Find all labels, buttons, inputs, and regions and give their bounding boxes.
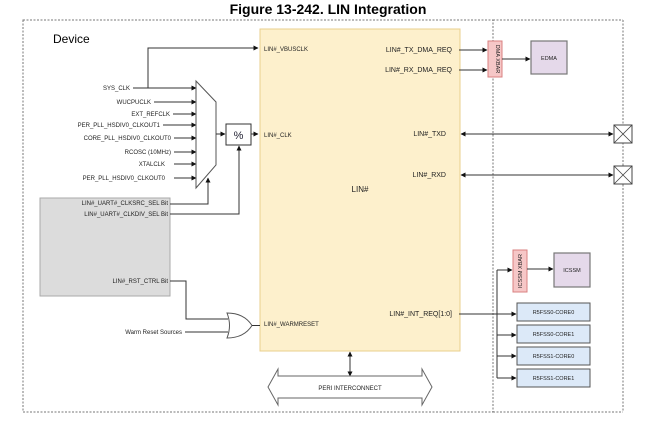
divider-symbol: % [234, 130, 244, 142]
port-clk: LIN#_CLK [264, 133, 292, 139]
clock-mux [195, 79, 217, 190]
rxd-pin [613, 165, 633, 185]
txd-pin [613, 124, 633, 144]
icssm-xbar [512, 249, 528, 293]
clkdiv-sel-bit: LIN#_UART#_CLKDIV_SEL Bit [84, 212, 168, 218]
figure-title: Figure 13-242. LIN Integration [230, 1, 427, 17]
lin-block [259, 28, 461, 352]
icssm-block [553, 252, 591, 288]
port-txd: LIN#_TXD [413, 131, 446, 138]
icssm-xbar-label: ICSSM XBAR [518, 254, 524, 288]
device-label: Device [53, 32, 90, 46]
edma-block [530, 40, 568, 75]
dma-xbar-label: DMA XBAR [494, 45, 500, 73]
clock-source-label: RCOSC (10MHz) [125, 150, 171, 156]
port-int-req: LIN#_INT_REQ[1:0] [389, 311, 452, 318]
device-boundary [22, 19, 494, 413]
core-label: R5FSS0-CORE1 [533, 332, 575, 338]
port-rxd: LIN#_RXD [413, 172, 446, 179]
rst-ctrl-wire [170, 280, 228, 320]
clock-source-label: XTALCLK [139, 162, 165, 168]
clock-source-label: PER_PLL_HSDIV0_CLKOUT1 [78, 123, 161, 129]
core-block [516, 324, 591, 344]
clock-sources: SYS_CLK WUCPUCLK EXT_REFCLK PER_PLL_HSDI… [78, 85, 197, 182]
lin-block-label: LIN# [352, 185, 369, 194]
core-label: R5FSS1-CORE0 [533, 354, 575, 360]
core-block [516, 302, 591, 322]
clock-source-label: PER_PLL_HSDIV0_CLKOUT0 [83, 176, 166, 182]
clock-source-label: EXT_REFCLK [131, 112, 170, 118]
clksrc-sel-bit: LIN#_UART#_CLKSRC_SEL Bit [82, 201, 169, 207]
port-tx-dma-req: LIN#_TX_DMA_REQ [386, 47, 453, 54]
clksrc-sel-wire [170, 177, 211, 205]
port-rx-dma-req: LIN#_RX_DMA_REQ [385, 67, 452, 74]
peri-interconnect [267, 367, 433, 407]
control-register-block [39, 197, 171, 297]
edma-label: EDMA [541, 56, 557, 62]
or-gate [226, 312, 253, 339]
clock-source-label: SYS_CLK [103, 86, 130, 92]
core-list: R5FSS0-CORE0 R5FSS0-CORE1 R5FSS1-CORE0 R… [516, 302, 591, 388]
clkdiv-sel-wire [170, 145, 242, 215]
core-block [516, 368, 591, 388]
vbusclk-wire [147, 45, 259, 88]
core-block [516, 346, 591, 366]
clock-source-label: WUCPUCLK [117, 100, 151, 106]
port-vbusclk: LIN#_VBUSCLK [264, 47, 308, 53]
rst-ctrl-bit: LIN#_RST_CTRL Bit [113, 279, 169, 285]
peri-interconnect-label: PERI INTERCONNECT [318, 386, 382, 392]
warm-reset-sources-label: Warm Reset Sources [125, 330, 182, 336]
clock-source-label: CORE_PLL_HSDIV0_CLKOUT0 [84, 136, 172, 142]
core-label: R5FSS0-CORE0 [533, 310, 575, 316]
core-label: R5FSS1-CORE1 [533, 376, 575, 382]
icssm-label: ICSSM [563, 268, 581, 274]
port-warmreset: LIN#_WARMRESET [264, 322, 319, 328]
